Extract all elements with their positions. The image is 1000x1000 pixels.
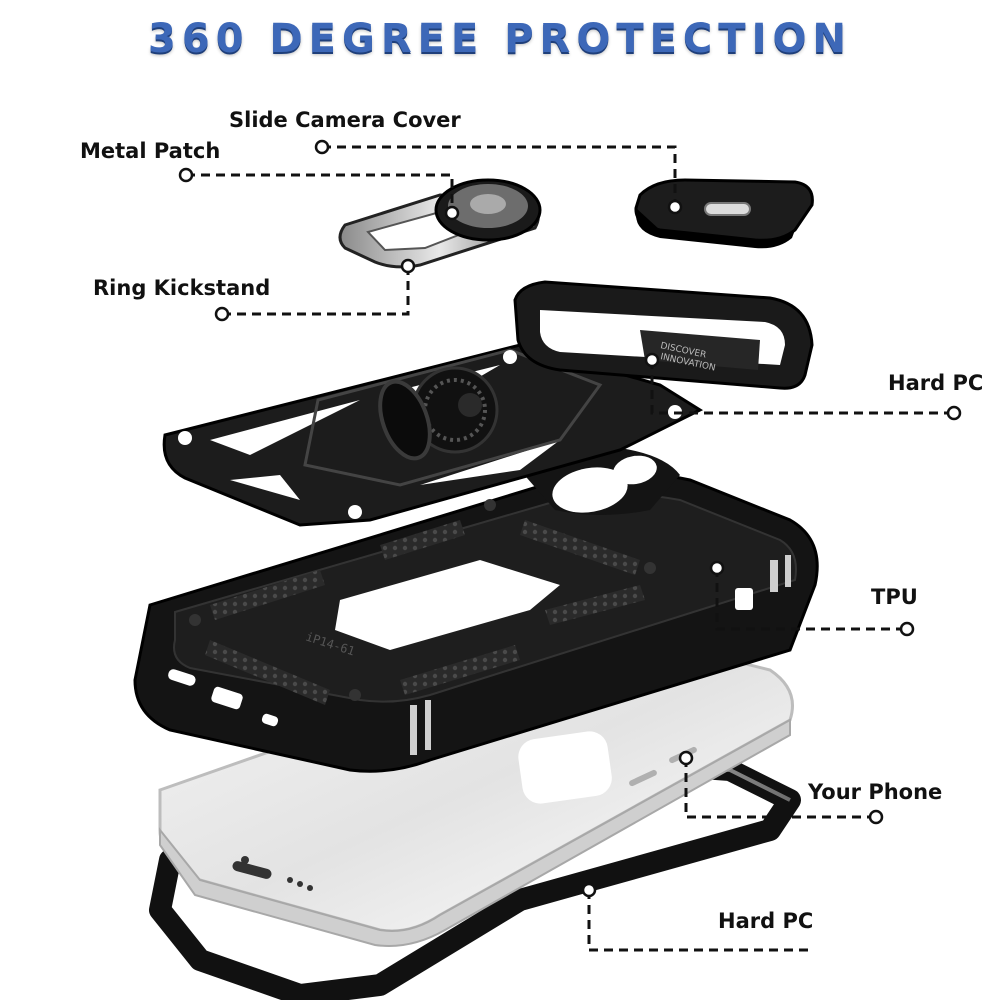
leader-dot-tpu-target — [709, 560, 725, 576]
leader-dot-metal-patch-target — [444, 205, 460, 221]
phone-body — [158, 641, 794, 947]
leader-ring-kickstand — [222, 266, 410, 316]
leader-slide-camera-cover — [322, 145, 677, 207]
leader-dot-metal-patch — [178, 167, 194, 183]
leader-lines — [178, 139, 962, 952]
ring-kickstand-part — [338, 178, 542, 269]
label-your-phone: Your Phone — [808, 780, 943, 804]
hard-pc-armor-plate: DISCOVER INNOVATION — [162, 280, 814, 527]
label-hard-pc-top: Hard PC — [888, 371, 984, 395]
leader-dot-ring-kickstand-target — [400, 258, 416, 274]
label-metal-patch: Metal Patch — [80, 139, 221, 163]
leader-hard-pc-top — [650, 360, 954, 415]
leader-dot-your-phone — [868, 809, 884, 825]
leader-dot-camera-cover-target — [667, 199, 683, 215]
label-hard-pc-bottom: Hard PC — [718, 909, 814, 933]
leader-dot-slide-camera-cover — [314, 139, 330, 155]
leader-tpu — [715, 568, 907, 631]
leader-dot-tpu — [899, 621, 915, 637]
leader-metal-patch — [186, 173, 454, 213]
leader-dot-your-phone-target — [678, 750, 694, 766]
tpu-case: iP14-61 — [133, 446, 819, 773]
leader-dot-hard-pc-top — [946, 405, 962, 421]
leader-dot-hard-pc-bottom-target — [581, 882, 597, 898]
leader-dot-ring-kickstand — [214, 306, 230, 322]
leader-hard-pc-bottom — [587, 890, 810, 952]
leader-dot-hard-pc-top-target — [644, 352, 660, 368]
headline: 360 DEGREE PROTECTION — [148, 16, 852, 62]
slide-camera-cover-part — [634, 178, 814, 249]
label-ring-kickstand: Ring Kickstand — [93, 276, 271, 300]
leader-your-phone — [684, 758, 876, 819]
label-tpu: TPU — [871, 585, 918, 609]
label-slide-camera-cover: Slide Camera Cover — [229, 108, 461, 132]
